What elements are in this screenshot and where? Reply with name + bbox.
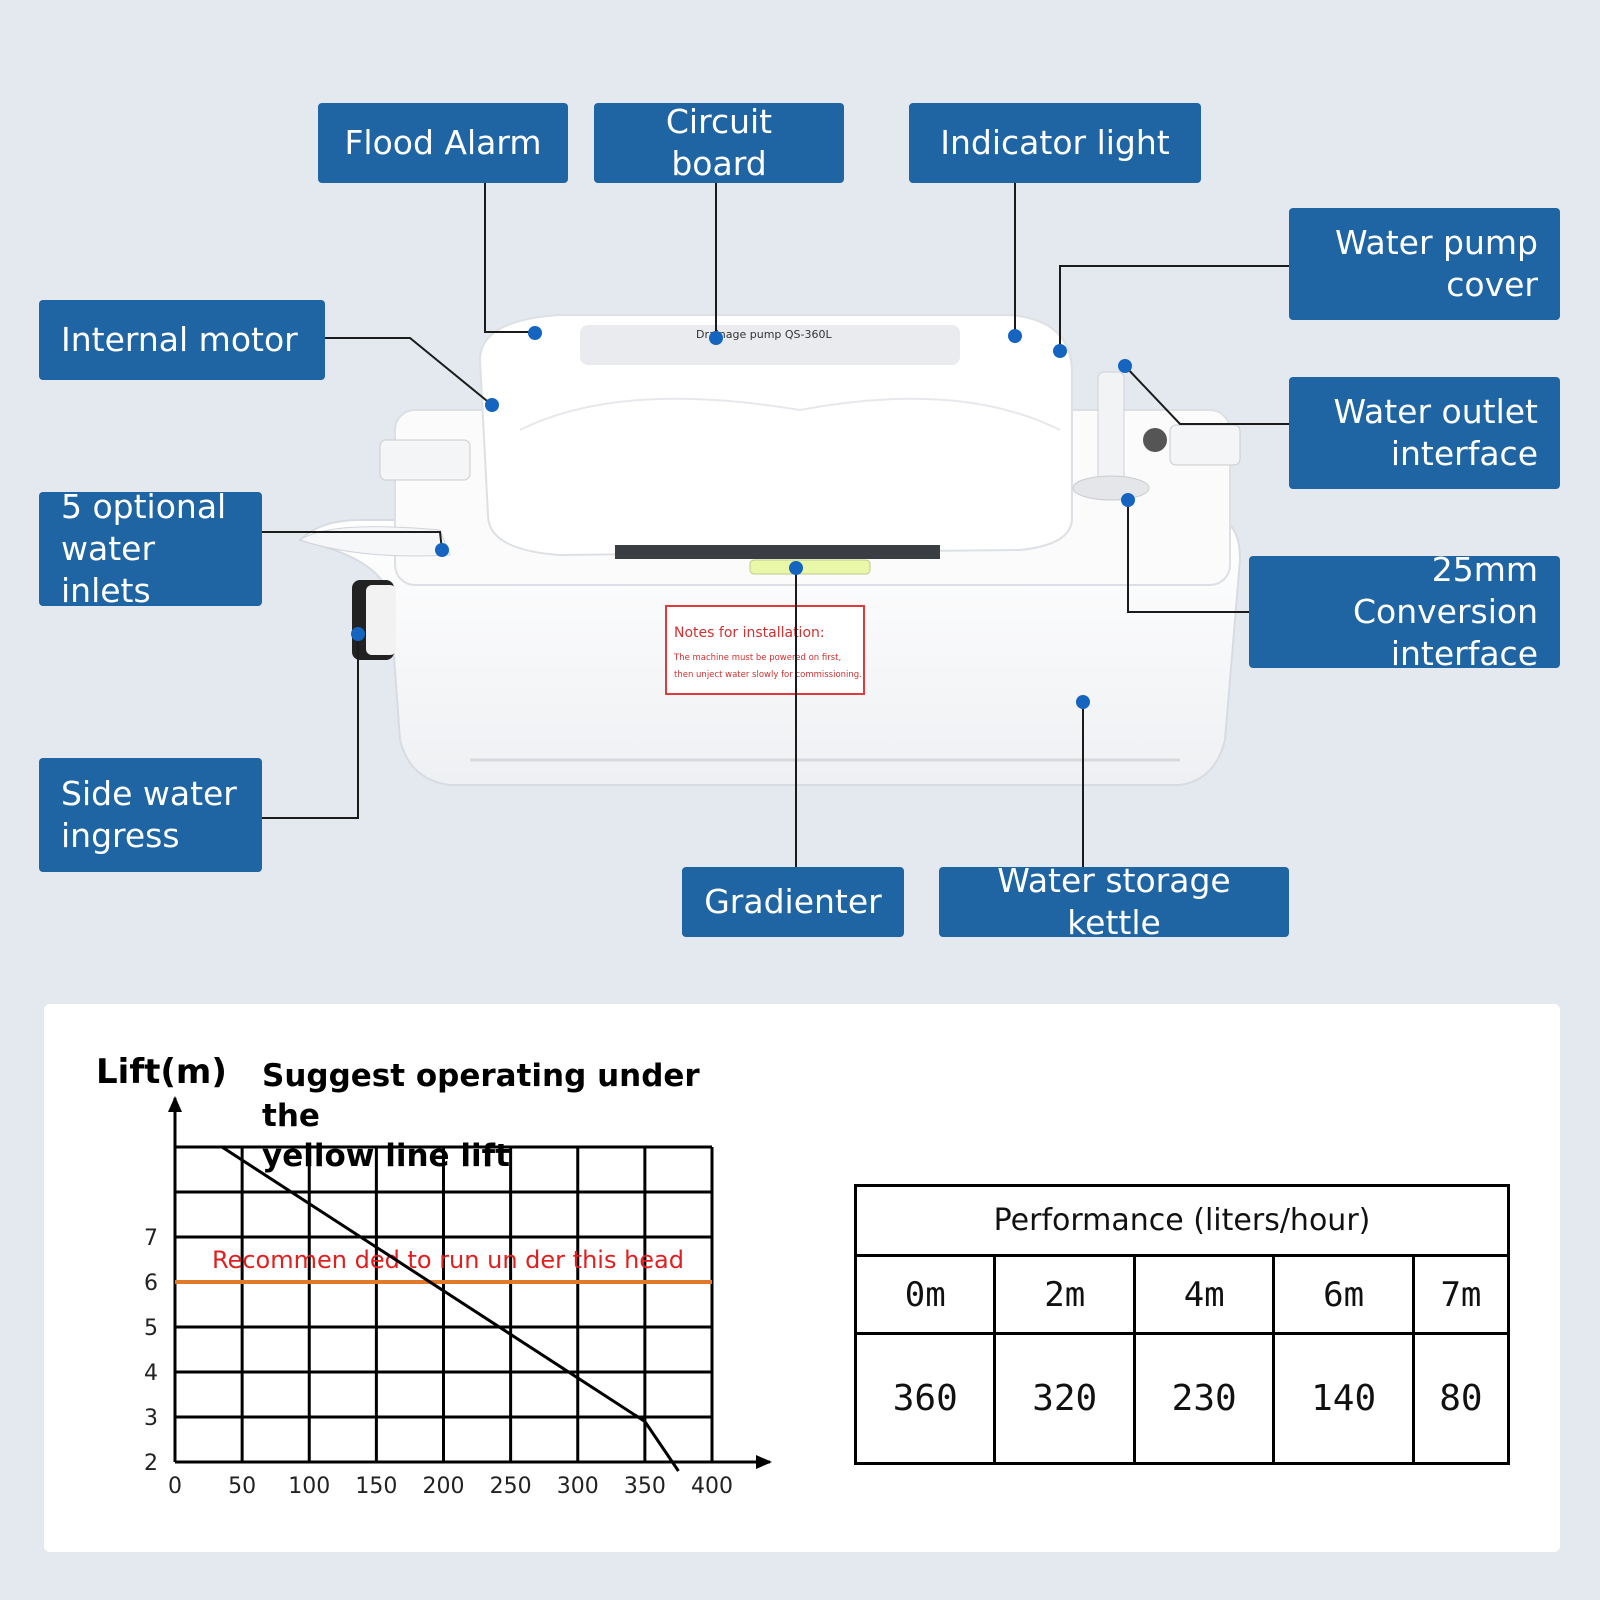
- value-cell: 230: [1132, 1332, 1276, 1465]
- label-gradienter: Gradienter: [682, 867, 904, 937]
- value-cell: 80: [1411, 1332, 1511, 1465]
- x-tick-label: 150: [355, 1474, 397, 1499]
- head-cell: 2m: [993, 1254, 1136, 1335]
- x-tick-label: 50: [228, 1474, 256, 1499]
- performance-table: Performance (liters/hour) 0m 2m 4m 6m 7m…: [853, 1184, 1511, 1465]
- lift-curve: [221, 1145, 680, 1472]
- x-tick-label: 0: [168, 1474, 182, 1499]
- head-cell: 0m: [853, 1254, 997, 1335]
- x-tick-label: 300: [557, 1474, 599, 1499]
- chart-ylabel: Lift(m): [96, 1052, 227, 1092]
- x-tick-label: 100: [288, 1474, 330, 1499]
- water-pump-cover-body: Drainage pump QS-360L: [478, 314, 1073, 559]
- y-tick-label: 3: [144, 1406, 158, 1431]
- side-inlet: [352, 580, 396, 660]
- gradienter-bubble: [749, 559, 871, 575]
- value-cell: 320: [993, 1332, 1136, 1465]
- performance-heads-row: 0m 2m 4m 6m 7m: [853, 1254, 1511, 1335]
- label-water-pump-cover: Water pump cover: [1289, 208, 1560, 320]
- y-axis-arrow: [168, 1096, 182, 1112]
- performance-values-row: 360 320 230 140 80: [853, 1332, 1511, 1465]
- notes-line-1: The machine must be powered on first,: [673, 653, 841, 663]
- x-axis-arrow: [756, 1455, 772, 1469]
- y-tick-label: 5: [144, 1316, 158, 1341]
- value-cell: 140: [1272, 1332, 1415, 1465]
- label-optional-water-inlets: 5 optional water inlets: [39, 487, 262, 610]
- label-water-outlet-interface: Water outlet interface: [1289, 377, 1560, 489]
- head-cell: 7m: [1411, 1254, 1511, 1335]
- y-tick-label: 6: [144, 1271, 158, 1296]
- label-indicator-light: Indicator light: [909, 103, 1201, 183]
- y-tick-label: 4: [144, 1361, 158, 1386]
- value-cell: 360: [853, 1332, 997, 1465]
- reference-line-label: Recommen ded to run un der this head: [212, 1246, 684, 1274]
- x-tick-label: 350: [624, 1474, 666, 1499]
- chart-title: Suggest operating under the yellow line …: [262, 1058, 700, 1174]
- installation-notes-sticker: Notes for installation: The machine must…: [665, 605, 865, 695]
- label-conversion-interface: 25mm Conversion interface: [1249, 550, 1560, 673]
- performance-table-title: Performance (liters/hour): [854, 1184, 1510, 1257]
- label-water-storage-kettle: Water storage kettle: [939, 861, 1289, 942]
- device-top-label: Drainage pump QS-360L: [696, 328, 833, 341]
- callout-dots: [351, 326, 1135, 709]
- y-tick-label: 7: [144, 1226, 158, 1251]
- label-flood-alarm: Flood Alarm: [318, 103, 568, 183]
- head-cell: 6m: [1272, 1254, 1415, 1335]
- notes-title: Notes for installation:: [674, 625, 825, 641]
- label-side-water-ingress: Side water ingress: [39, 758, 262, 872]
- x-tick-label: 250: [490, 1474, 532, 1499]
- water-outlet-nozzle: [1072, 371, 1167, 501]
- label-circuit-board: Circuit board: [594, 102, 844, 183]
- x-tick-label: 400: [691, 1474, 733, 1499]
- x-tick-label: 200: [423, 1474, 465, 1499]
- pump-diagram: Drainage pump QS-360L Notes for installa…: [262, 182, 1290, 868]
- y-tick-label: 2: [144, 1451, 158, 1476]
- head-cell: 4m: [1132, 1254, 1276, 1335]
- leader-lines: [262, 182, 1290, 868]
- label-internal-motor: Internal motor: [39, 300, 325, 380]
- notes-line-2: then unject water slowly for commissioni…: [674, 670, 862, 680]
